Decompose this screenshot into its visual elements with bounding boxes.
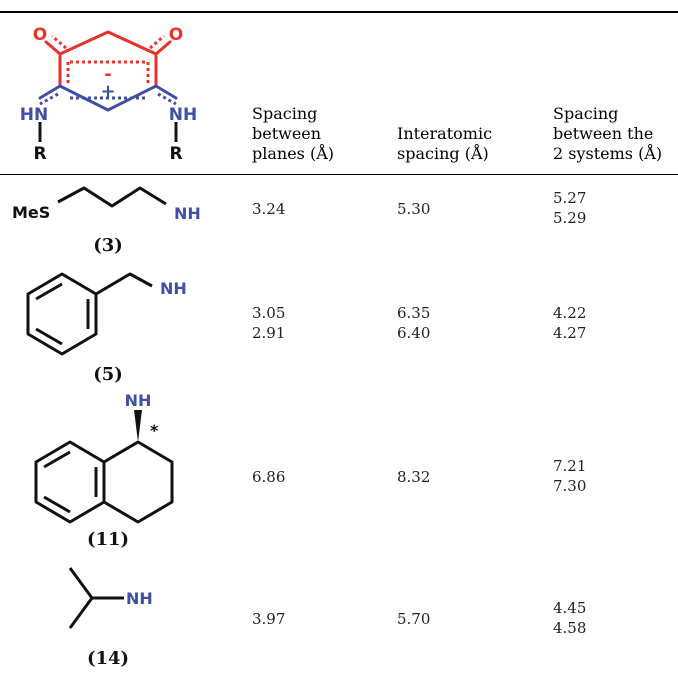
interatomic-value: 5.70 <box>397 610 431 628</box>
interatomic-value: 5.30 <box>397 200 431 218</box>
structure-compound-5: NH (5) <box>26 272 187 385</box>
amine-label: NH <box>126 589 153 608</box>
header-line: Spacing <box>252 104 318 123</box>
systems-value-cell: 7.21 7.30 <box>553 456 586 496</box>
interatomic-value-cell: 5.30 <box>397 199 430 219</box>
header-line: Interatomic <box>397 124 493 143</box>
header-structure-diagram: O O - + HN NH R R <box>20 25 197 164</box>
plus-charge-label: + <box>100 81 115 102</box>
amine-label: NH <box>174 204 201 223</box>
compound-label: (11) <box>87 529 129 550</box>
compound-label: (14) <box>87 648 129 669</box>
header-line: spacing (Å) <box>397 144 489 163</box>
header-line: between <box>252 124 322 143</box>
structure-compound-14: NH (14) <box>68 567 153 669</box>
minus-charge-label: - <box>104 64 111 85</box>
systems-value: 4.45 <box>553 599 587 617</box>
systems-value: 5.29 <box>553 209 587 227</box>
stereocenter-star-label: * <box>150 421 159 440</box>
planes-value-cell: 3.24 <box>252 199 285 219</box>
amine-right-label: NH <box>169 105 197 125</box>
compound-label: (3) <box>93 235 123 256</box>
amine-label: NH <box>125 391 152 410</box>
header-interatomic-spacing: Interatomic spacing (Å) <box>397 124 492 164</box>
planes-value: 3.97 <box>252 610 286 628</box>
r-group-left-label: R <box>33 144 46 164</box>
interatomic-value-cell: 8.32 <box>397 467 430 487</box>
interatomic-value-cell: 6.35 6.40 <box>397 303 430 343</box>
systems-value-cell: 5.27 5.29 <box>553 188 586 228</box>
interatomic-value: 8.32 <box>397 468 431 486</box>
r-group-right-label: R <box>169 144 182 164</box>
amine-left-label: HN <box>20 105 48 125</box>
header-line: planes (Å) <box>252 144 335 163</box>
systems-value: 4.22 <box>553 304 587 322</box>
planes-value: 3.05 <box>252 304 286 322</box>
oxygen-right-label: O <box>169 25 183 45</box>
planes-value: 2.91 <box>252 324 286 342</box>
mes-group-label: MeS <box>12 203 50 222</box>
systems-value: 4.58 <box>553 619 587 637</box>
planes-value: 6.86 <box>252 468 286 486</box>
oxygen-left-label: O <box>33 25 47 45</box>
top-rule <box>0 11 678 13</box>
header-line: Spacing <box>553 104 619 123</box>
planes-value-cell: 3.97 <box>252 609 285 629</box>
amine-label: NH <box>160 279 187 298</box>
interatomic-value: 6.40 <box>397 324 431 342</box>
structure-compound-3: MeS NH (3) <box>12 186 201 256</box>
systems-value: 7.30 <box>553 477 587 495</box>
compound-label: (5) <box>93 364 123 385</box>
systems-value: 7.21 <box>553 457 587 475</box>
planes-value: 3.24 <box>252 200 286 218</box>
systems-value: 4.27 <box>553 324 587 342</box>
structure-compound-11: NH * (11) <box>34 391 174 550</box>
header-line: between the <box>553 124 654 143</box>
interatomic-value-cell: 5.70 <box>397 609 430 629</box>
header-line: 2 systems (Å) <box>553 144 663 163</box>
header-rule <box>0 174 678 175</box>
systems-value: 5.27 <box>553 189 587 207</box>
systems-value-cell: 4.22 4.27 <box>553 303 586 343</box>
systems-value-cell: 4.45 4.58 <box>553 598 586 638</box>
planes-value-cell: 3.05 2.91 <box>252 303 285 343</box>
header-spacing-between-planes: Spacing between planes (Å) <box>252 104 334 164</box>
interatomic-value: 6.35 <box>397 304 431 322</box>
planes-value-cell: 6.86 <box>252 467 285 487</box>
header-spacing-between-systems: Spacing between the 2 systems (Å) <box>553 104 662 164</box>
